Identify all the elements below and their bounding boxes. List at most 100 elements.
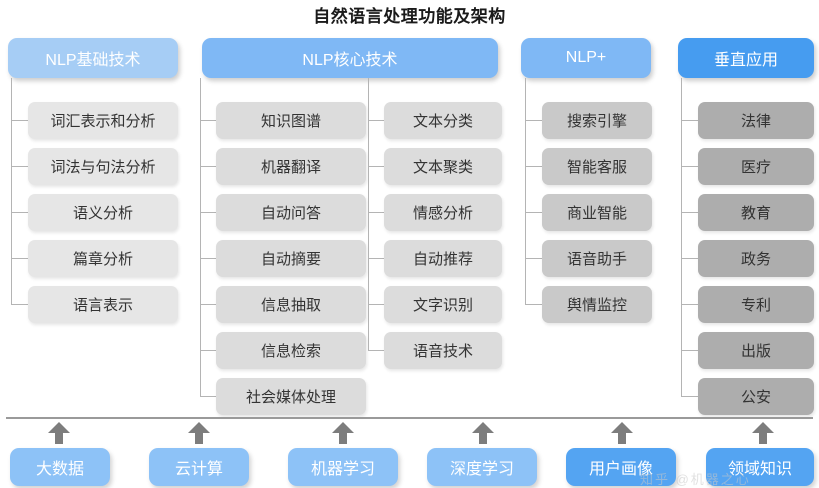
tree-branch-line bbox=[681, 396, 698, 397]
node-item[interactable]: 医疗 bbox=[698, 148, 814, 185]
node-item[interactable]: 法律 bbox=[698, 102, 814, 139]
tree-branch-line bbox=[681, 304, 698, 305]
node-item[interactable]: 专利 bbox=[698, 286, 814, 323]
node-item[interactable]: 信息检索 bbox=[216, 332, 366, 369]
foundation-box[interactable]: 机器学习 bbox=[288, 448, 398, 486]
node-item[interactable]: 语音助手 bbox=[542, 240, 652, 277]
tree-trunk-line bbox=[200, 78, 201, 397]
group-header-label: NLP+ bbox=[565, 49, 607, 66]
node-item-label: 文字识别 bbox=[412, 297, 473, 314]
node-item[interactable]: 语义分析 bbox=[28, 194, 178, 231]
node-item[interactable]: 搜索引擎 bbox=[542, 102, 652, 139]
node-item-label: 语义分析 bbox=[72, 205, 133, 222]
node-item[interactable]: 词法与句法分析 bbox=[28, 148, 178, 185]
foundation-box[interactable]: 深度学习 bbox=[427, 448, 537, 486]
node-item[interactable]: 信息抽取 bbox=[216, 286, 366, 323]
node-item-label: 公安 bbox=[740, 389, 771, 406]
node-item[interactable]: 社会媒体处理 bbox=[216, 378, 366, 415]
node-item[interactable]: 自动问答 bbox=[216, 194, 366, 231]
foundation-box[interactable]: 云计算 bbox=[149, 448, 249, 486]
node-item-label: 医疗 bbox=[740, 159, 771, 176]
watermark: 知乎 @机器之心 bbox=[640, 472, 751, 487]
group-header-nlp-plus[interactable]: NLP+ bbox=[521, 38, 651, 78]
tree-branch-line bbox=[681, 350, 698, 351]
tree-branch-line bbox=[525, 212, 542, 213]
tree-trunk-line bbox=[368, 78, 369, 351]
node-item-label: 机器翻译 bbox=[260, 159, 321, 176]
node-item[interactable]: 篇章分析 bbox=[28, 240, 178, 277]
foundation-box[interactable]: 领域知识 bbox=[706, 448, 814, 486]
up-arrow-icon bbox=[332, 422, 354, 444]
node-item-label: 词汇表示和分析 bbox=[50, 113, 156, 130]
node-item-label: 知识图谱 bbox=[260, 113, 321, 130]
node-item[interactable]: 自动推荐 bbox=[384, 240, 502, 277]
foundation-box[interactable]: 用户画像 bbox=[566, 448, 676, 486]
node-item[interactable]: 文本分类 bbox=[384, 102, 502, 139]
node-item-label: 情感分析 bbox=[412, 205, 473, 222]
node-item[interactable]: 语言表示 bbox=[28, 286, 178, 323]
tree-branch-line bbox=[200, 166, 216, 167]
tree-branch-line bbox=[11, 166, 28, 167]
tree-branch-line bbox=[11, 258, 28, 259]
node-item-label: 自动推荐 bbox=[412, 251, 473, 268]
node-item-label: 教育 bbox=[740, 205, 771, 222]
foundation-box-label: 用户画像 bbox=[588, 461, 653, 478]
node-item[interactable]: 文字识别 bbox=[384, 286, 502, 323]
node-item-label: 信息抽取 bbox=[260, 297, 321, 314]
tree-branch-line bbox=[200, 304, 216, 305]
node-item[interactable]: 文本聚类 bbox=[384, 148, 502, 185]
node-item[interactable]: 出版 bbox=[698, 332, 814, 369]
tree-trunk-line bbox=[681, 78, 682, 397]
node-item[interactable]: 自动摘要 bbox=[216, 240, 366, 277]
foundation-box-label: 深度学习 bbox=[449, 461, 514, 478]
node-item[interactable]: 商业智能 bbox=[542, 194, 652, 231]
node-item[interactable]: 公安 bbox=[698, 378, 814, 415]
tree-branch-line bbox=[681, 120, 698, 121]
node-item-label: 词法与句法分析 bbox=[50, 159, 156, 176]
group-header-nlp-basic[interactable]: NLP基础技术 bbox=[8, 38, 178, 78]
node-item-label: 自动摘要 bbox=[260, 251, 321, 268]
foundation-box[interactable]: 大数据 bbox=[10, 448, 110, 486]
node-item-label: 法律 bbox=[740, 113, 771, 130]
node-item[interactable]: 教育 bbox=[698, 194, 814, 231]
arrow-shaft bbox=[759, 431, 767, 444]
tree-trunk-line bbox=[11, 78, 12, 305]
group-header-vertical-apps[interactable]: 垂直应用 bbox=[678, 38, 814, 78]
node-item[interactable]: 政务 bbox=[698, 240, 814, 277]
tree-branch-line bbox=[368, 258, 384, 259]
node-item-label: 自动问答 bbox=[260, 205, 321, 222]
arrow-shaft bbox=[55, 431, 63, 444]
up-arrow-icon bbox=[48, 422, 70, 444]
tree-branch-line bbox=[525, 120, 542, 121]
tree-branch-line bbox=[525, 258, 542, 259]
foundation-box-label: 机器学习 bbox=[310, 461, 375, 478]
node-item-label: 专利 bbox=[740, 297, 771, 314]
node-item-label: 出版 bbox=[740, 343, 771, 360]
node-item[interactable]: 情感分析 bbox=[384, 194, 502, 231]
node-item[interactable]: 词汇表示和分析 bbox=[28, 102, 178, 139]
node-item[interactable]: 知识图谱 bbox=[216, 102, 366, 139]
tree-branch-line bbox=[681, 212, 698, 213]
node-item[interactable]: 舆情监控 bbox=[542, 286, 652, 323]
tree-branch-line bbox=[11, 212, 28, 213]
node-item[interactable]: 语音技术 bbox=[384, 332, 502, 369]
arrow-head bbox=[188, 422, 210, 433]
node-item[interactable]: 智能客服 bbox=[542, 148, 652, 185]
node-item-label: 舆情监控 bbox=[566, 297, 627, 314]
node-item[interactable]: 机器翻译 bbox=[216, 148, 366, 185]
up-arrow-icon bbox=[752, 422, 774, 444]
arrow-head bbox=[332, 422, 354, 433]
node-item-label: 语音技术 bbox=[412, 343, 473, 360]
group-header-label: NLP核心技术 bbox=[302, 52, 398, 69]
group-header-nlp-core[interactable]: NLP核心技术 bbox=[202, 38, 498, 78]
up-arrow-icon bbox=[188, 422, 210, 444]
node-item-label: 搜索引擎 bbox=[566, 113, 627, 130]
arrow-shaft bbox=[195, 431, 203, 444]
foundation-box-label: 大数据 bbox=[35, 461, 84, 478]
tree-branch-line bbox=[200, 212, 216, 213]
tree-branch-line bbox=[525, 304, 542, 305]
node-item-label: 信息检索 bbox=[260, 343, 321, 360]
tree-branch-line bbox=[200, 120, 216, 121]
node-item-label: 语音助手 bbox=[566, 251, 627, 268]
